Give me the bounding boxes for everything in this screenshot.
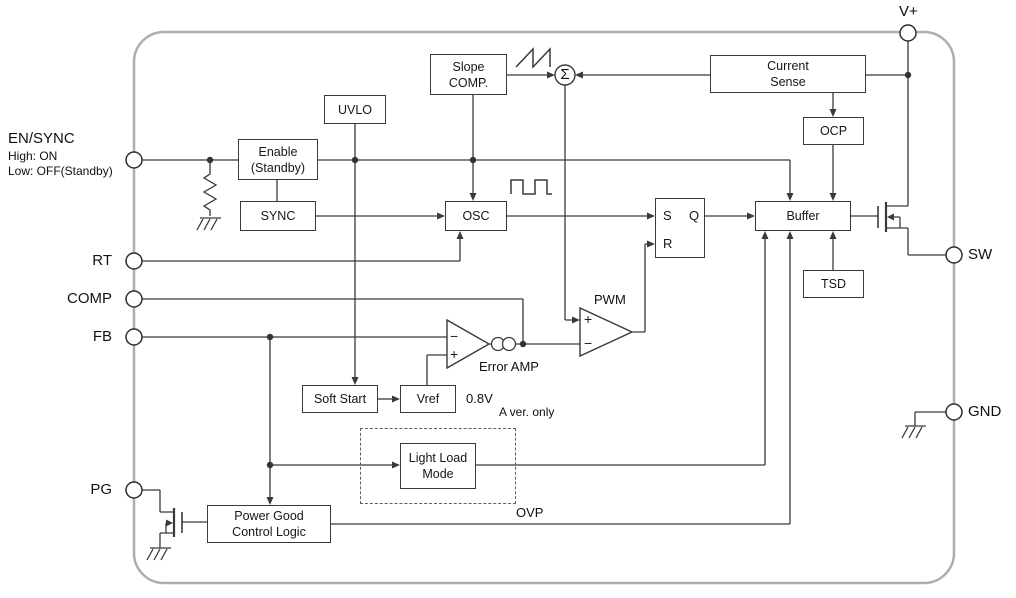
nmos-pg-open-drain-icon [142, 489, 207, 548]
label-error-amp: Error AMP [479, 359, 539, 374]
pin-en-sync [125, 151, 143, 169]
pwm-comparator-triangle [579, 306, 634, 358]
error-amp-plus-sign: + [450, 346, 459, 362]
sr-latch: S Q R [655, 198, 705, 258]
block-light-load-mode: Light Load Mode [400, 443, 476, 489]
block-tsd: TSD [803, 270, 864, 298]
junction-dots [206, 71, 912, 469]
pin-note-low-off: Low: OFF(Standby) [8, 164, 113, 178]
pwm-plus-sign: + [584, 311, 593, 327]
pin-gnd [945, 403, 963, 421]
a-ver-only-dashed-box [360, 428, 516, 504]
block-uvlo: UVLO [324, 95, 386, 124]
pin-fb [125, 328, 143, 346]
block-power-good-control-logic: Power Good Control Logic [207, 505, 331, 543]
pin-label-en-sync: EN/SYNC [8, 130, 75, 147]
pwm-minus-sign: − [584, 335, 593, 351]
ground-icon-gnd [901, 425, 926, 439]
pin-label-vplus: V+ [899, 3, 918, 20]
latch-q-label: Q [689, 208, 700, 223]
label-ovp: OVP [516, 505, 544, 520]
block-buffer: Buffer [755, 201, 851, 231]
error-amp-triangle [446, 318, 491, 370]
label-a-ver-only: A ver. only [499, 405, 555, 419]
ground-icon-en [196, 217, 221, 231]
error-amp-minus-sign: − [450, 328, 459, 344]
label-vref-value: 0.8V [466, 391, 493, 406]
block-vref: Vref [400, 385, 456, 413]
pin-vplus [899, 24, 917, 42]
pin-label-comp: COMP [67, 290, 112, 307]
pin-label-pg: PG [90, 481, 112, 498]
sawtooth-waveform-icon [515, 47, 551, 69]
pin-comp [125, 290, 143, 308]
label-pwm: PWM [594, 292, 626, 307]
latch-r-label: R [663, 236, 673, 251]
block-slope-comp: Slope COMP. [430, 54, 507, 95]
wires [142, 74, 946, 525]
pin-note-high-on: High: ON [8, 149, 58, 163]
pin-pg [125, 481, 143, 499]
block-enable-standby: Enable (Standby) [238, 139, 318, 180]
pin-label-fb: FB [92, 328, 112, 345]
sigma-symbol: Σ [560, 66, 570, 83]
pin-sw [945, 246, 963, 264]
gm-output-icon [490, 336, 517, 352]
nmos-power-switch-icon [866, 41, 946, 256]
block-ocp: OCP [803, 117, 864, 145]
pin-label-gnd: GND [968, 403, 1002, 420]
pin-circles [125, 24, 963, 499]
square-wave-icon [510, 179, 552, 195]
block-soft-start: Soft Start [302, 385, 378, 413]
pin-label-rt: RT [92, 252, 112, 269]
pin-rt [125, 252, 143, 270]
block-current-sense: Current Sense [710, 55, 866, 93]
pin-label-sw: SW [968, 246, 993, 263]
latch-s-label: S [663, 208, 672, 223]
arrowheads [266, 71, 837, 505]
block-sync: SYNC [240, 201, 316, 231]
resistor [202, 160, 218, 216]
ic-boundary [132, 30, 956, 585]
block-osc: OSC [445, 201, 507, 231]
